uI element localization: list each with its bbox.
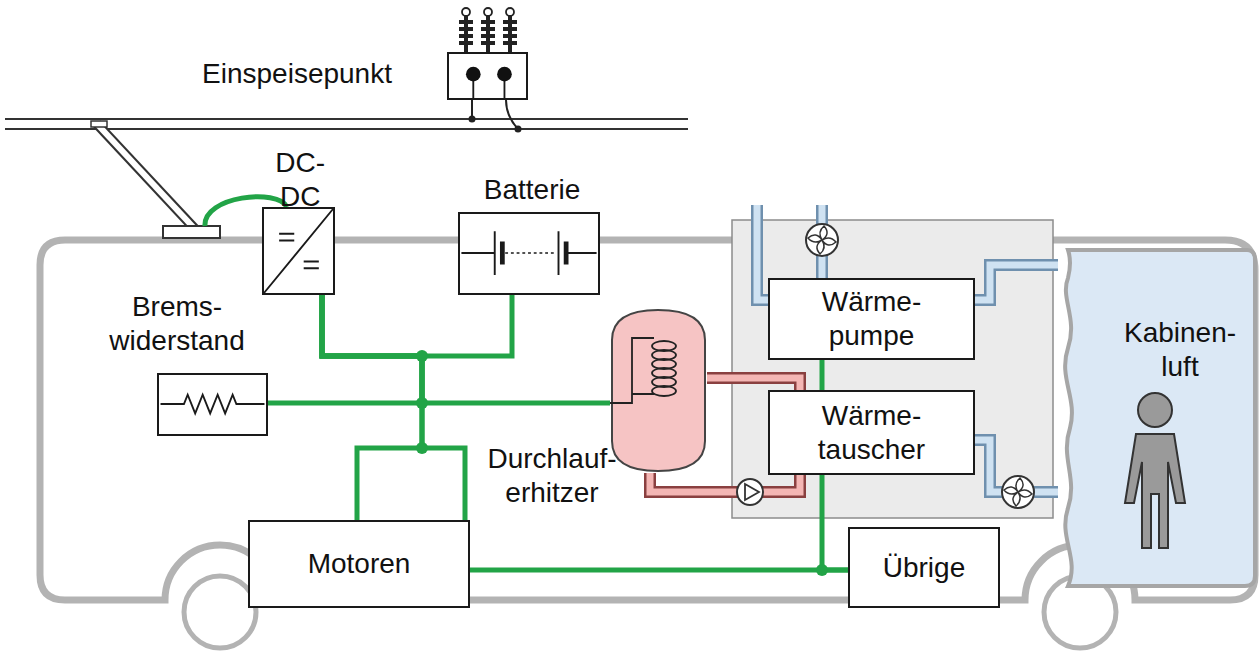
water-pipe [707, 378, 800, 390]
transformer-box: Einspeisepunkt [447, 52, 528, 100]
cabin-air: Kabinen- luft [1058, 248, 1259, 588]
overhead-line [5, 118, 688, 120]
pantograph-pole [97, 124, 195, 229]
power-wire [268, 295, 422, 403]
feeder-joint [469, 116, 476, 123]
junction-dot [416, 397, 428, 409]
node-label: Brems- widerstand [107, 290, 247, 357]
resistor-box: Brems- widerstand [157, 373, 268, 436]
auxiliary-box: Übrige [848, 527, 1000, 608]
power-wire [322, 295, 610, 403]
power-wire [822, 475, 848, 570]
water-pipe-outline [707, 378, 800, 390]
pantograph-pole [98, 125, 194, 228]
power-wire [322, 295, 512, 356]
wheel [184, 576, 256, 648]
air-duct [975, 265, 1058, 300]
node-label: Wärme- pumpe [813, 285, 931, 352]
node-label: Einspeisepunkt [202, 57, 392, 91]
node-label: Übrige [883, 551, 965, 585]
heat-exchanger-box: Wärme- tauscher [768, 390, 975, 475]
fan-symbol [1002, 476, 1034, 508]
feeder-joint [515, 126, 522, 133]
water-pipe-outline [650, 473, 800, 492]
bus-body [40, 240, 1255, 600]
power-wire [822, 475, 848, 570]
motor-box: Motoren [248, 520, 470, 608]
converter-box: DC-DC [262, 207, 335, 295]
node-label: Durchlauf- erhitzer [485, 442, 620, 509]
power-wire [322, 295, 512, 356]
pantograph-base [163, 226, 220, 238]
junction-dot [816, 564, 828, 576]
air-duct-outline [975, 265, 1058, 300]
fan-symbol [806, 224, 838, 256]
feeder-lead [472, 100, 518, 129]
pantograph-shoe [91, 121, 107, 127]
power-wire [820, 360, 825, 390]
water-pipe [650, 473, 800, 492]
node-label: Kabinen- luft [1121, 316, 1239, 383]
pump-symbol [737, 479, 763, 505]
heat-pump-box: Wärme- pumpe [768, 278, 975, 360]
power-wire [268, 295, 422, 403]
node-label: Batterie [484, 173, 581, 207]
junction-dot [416, 350, 428, 362]
transformer-bushings [459, 8, 517, 52]
power-wire [322, 295, 610, 403]
power-wire [822, 360, 823, 390]
power-wire [322, 295, 422, 520]
water-pipe [707, 378, 800, 390]
node-label: Wärme- tauscher [813, 399, 931, 466]
water-pipe [650, 473, 800, 492]
battery-box: Batterie [458, 212, 600, 295]
water-heater: Durchlauf- erhitzer [610, 308, 707, 473]
node-label: Motoren [308, 547, 411, 581]
power-wire [322, 295, 422, 520]
air-duct [975, 265, 1058, 300]
junction-dot [416, 442, 428, 454]
node-label: DC-DC [268, 146, 334, 213]
